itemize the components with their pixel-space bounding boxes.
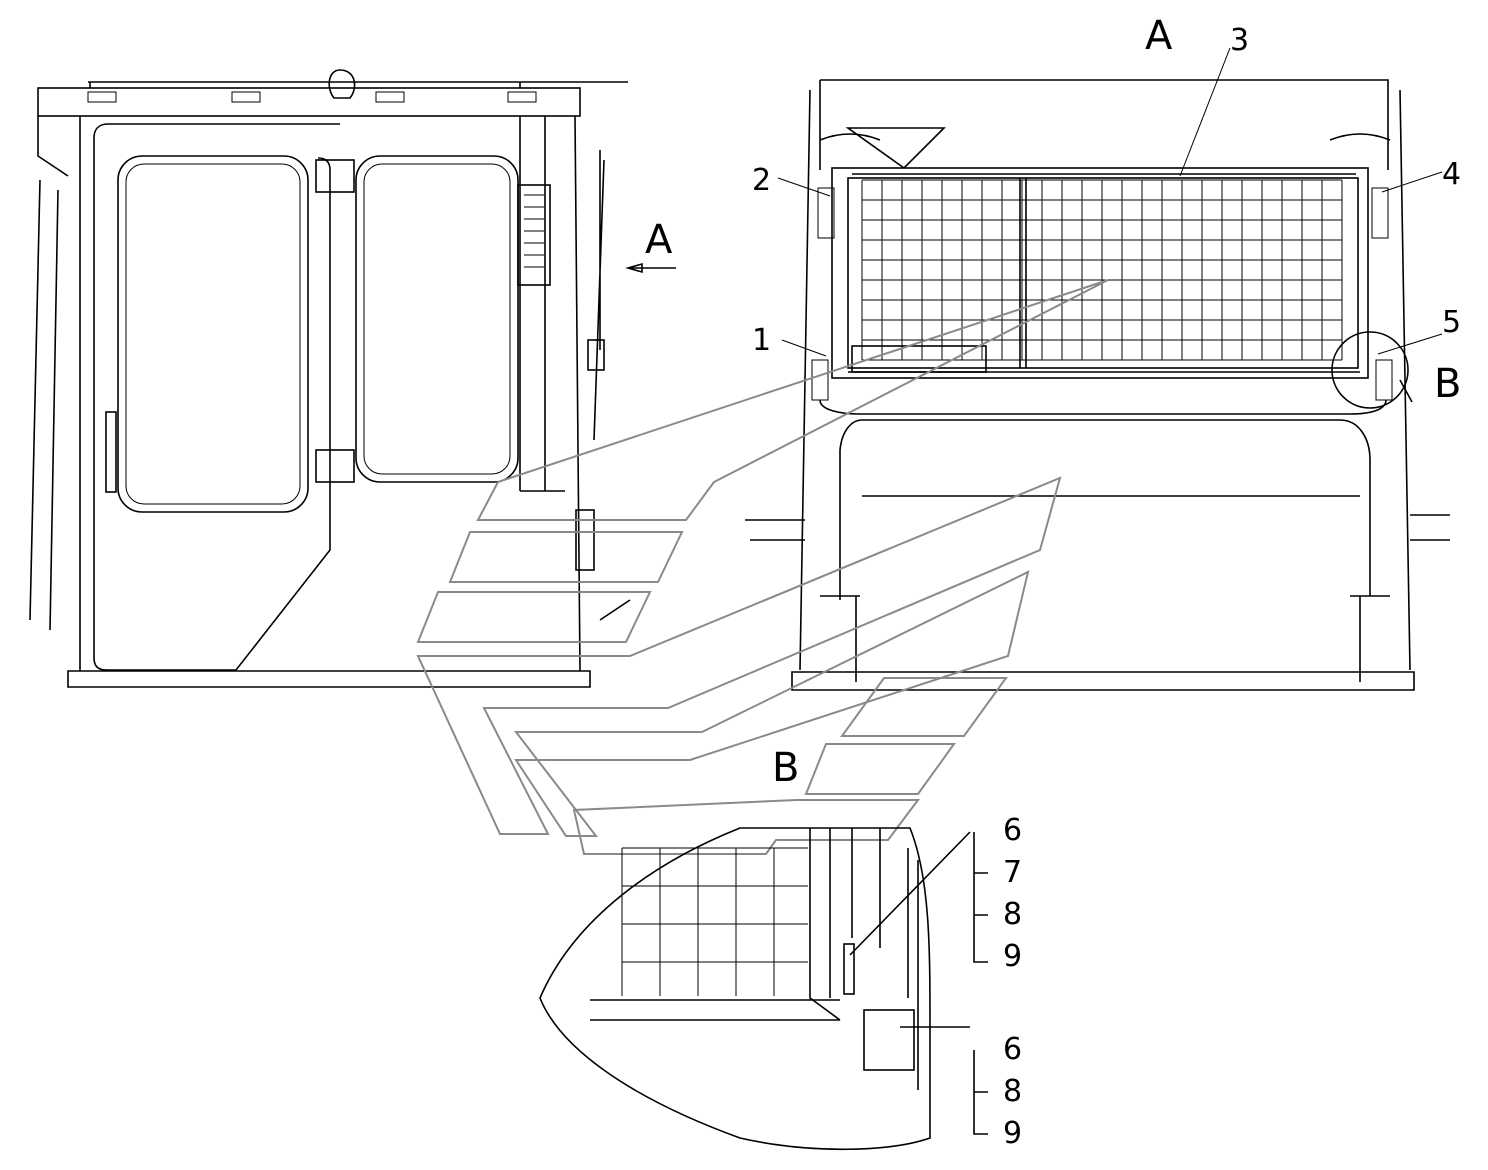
- mesh-lines: [621, 847, 808, 996]
- callout-9a: 9: [1003, 939, 1023, 974]
- callout-6a: 6: [1003, 813, 1023, 848]
- view-a-arrow: [625, 262, 676, 274]
- detail-mesh: [621, 847, 808, 996]
- guard-mesh: [861, 179, 1343, 361]
- callout-8a: 8: [1003, 897, 1023, 932]
- callout-9b: 9: [1003, 1116, 1023, 1151]
- callout-1: 1: [752, 323, 772, 358]
- callout-4: 4: [1442, 157, 1462, 192]
- callout-7: 7: [1003, 855, 1023, 890]
- cab-side-view: [29, 69, 631, 688]
- mesh-lines: [861, 179, 1343, 361]
- callout-8b: 8: [1003, 1074, 1023, 1109]
- callout-2: 2: [752, 163, 772, 198]
- detail-b-view: [539, 379, 1413, 1151]
- view-a-label: A: [1145, 13, 1173, 59]
- explosion-guides: [416, 279, 1109, 855]
- callout-5: 5: [1442, 305, 1462, 340]
- detail-b-title: B: [772, 745, 800, 791]
- cab-rear-view: [745, 79, 1450, 691]
- view-a-arrow-label: A: [645, 217, 673, 263]
- detail-b-circle-label: B: [1434, 361, 1462, 407]
- leader-lines: [777, 47, 1443, 357]
- callout-6b: 6: [1003, 1032, 1023, 1067]
- callout-3: 3: [1230, 23, 1250, 58]
